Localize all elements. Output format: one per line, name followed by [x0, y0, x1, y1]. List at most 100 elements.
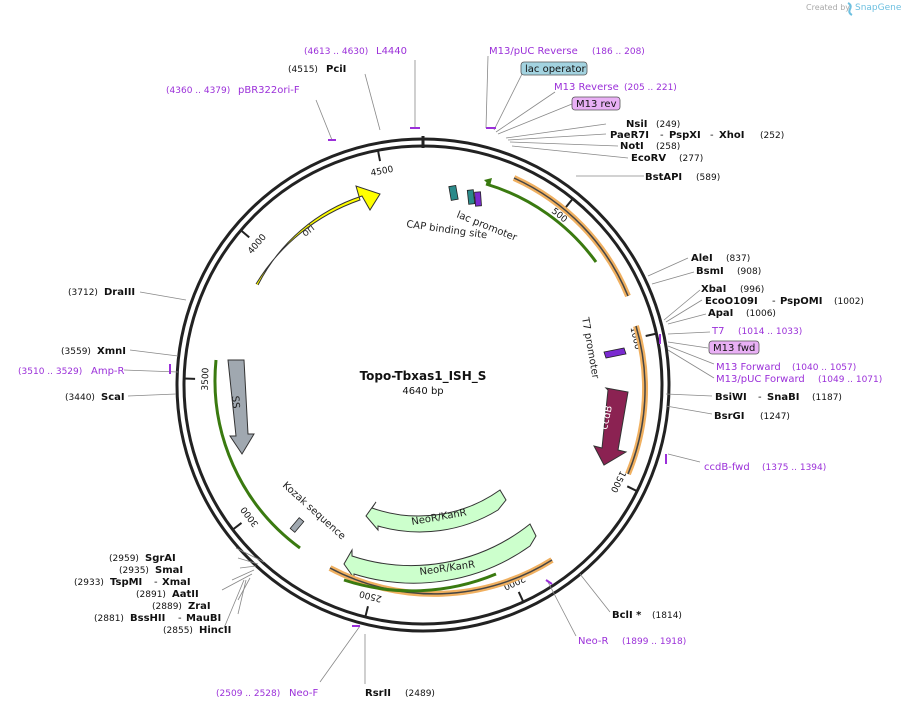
site-apai-pos: (1006) [746, 309, 776, 319]
site-nsii-name[interactable]: NsiI [626, 119, 647, 130]
site-paer7i-name[interactable]: PaeR7I [610, 130, 649, 141]
site-bsrgi-name[interactable]: BsrGI [714, 411, 744, 422]
created-by-label: Created by [806, 3, 850, 12]
ss-label: SS [229, 395, 241, 408]
primer-l4440-range: (4613 .. 4630) [304, 47, 368, 57]
site-ecoo109i-sep: - [772, 296, 776, 307]
site-rsrii-name[interactable]: RsrII [365, 688, 391, 699]
site-bcli-name[interactable]: BclI * [612, 610, 642, 621]
site-maubi-name[interactable]: MauBI [186, 613, 221, 624]
tick-label-3500: 3500 [201, 367, 212, 390]
site-bstapi-pos: (589) [696, 173, 720, 183]
site-xmni-pos: (3559) [61, 347, 91, 357]
site-tspmi-name[interactable]: TspMI [110, 577, 142, 588]
site-pcii-pos: (4515) [288, 65, 318, 75]
site-snabi-name[interactable]: SnaBI [767, 392, 799, 403]
primer-amp-r-range: (3510 .. 3529) [18, 367, 82, 377]
primer-m13puc-rev-name[interactable]: M13/pUC Reverse [489, 46, 578, 57]
site-pspxi-name[interactable]: PspXI [669, 130, 701, 141]
site-noti-pos: (258) [656, 142, 680, 152]
site-apai-name[interactable]: ApaI [708, 308, 733, 319]
lower-green-arc [343, 572, 497, 593]
site-bsiwi-name[interactable]: BsiWI [715, 392, 747, 403]
site-ecoo109i-pos: (1002) [834, 297, 864, 307]
t7-promoter-marker[interactable] [603, 347, 627, 359]
site-bsshii-name[interactable]: BssHII [130, 613, 165, 624]
primer-m13-reverse-name[interactable]: M13 Reverse [554, 82, 619, 93]
snapgene-logo-icon [847, 2, 853, 16]
kozak-marker[interactable] [289, 517, 305, 533]
primer-amp-r-name[interactable]: Amp-R [91, 366, 125, 377]
site-zrai-name[interactable]: ZraI [188, 601, 211, 612]
primer-neo-r-name[interactable]: Neo-R [578, 636, 609, 647]
primer-t7-name[interactable]: T7 [711, 326, 724, 337]
m13-fwd-box[interactable]: M13 fwd [708, 340, 760, 355]
site-ecorv-name[interactable]: EcoRV [631, 153, 666, 164]
primer-m13-reverse-range: (205 .. 221) [624, 83, 677, 93]
site-draiii-name[interactable]: DraIII [104, 287, 135, 298]
site-hincii-name[interactable]: HincII [199, 625, 231, 636]
site-scai-name[interactable]: ScaI [101, 392, 125, 403]
site-xmai-name[interactable]: XmaI [162, 577, 191, 588]
site-zrai-pos: (2889) [152, 602, 182, 612]
site-pcii-name[interactable]: PciI [326, 64, 346, 75]
ss-feature-arrow[interactable] [227, 359, 255, 455]
neokanr-arrow-2[interactable] [343, 523, 537, 584]
primer-m13puc-fwd-name[interactable]: M13/pUC Forward [716, 374, 805, 385]
site-nsii-pos: (249) [656, 120, 680, 130]
site-bcli-pos: (1814) [652, 611, 682, 621]
ori-feature-arrow[interactable] [255, 185, 381, 286]
site-alei-pos: (837) [726, 254, 750, 264]
m13-rev-label: M13 rev [576, 99, 617, 110]
cap-binding-site-marker[interactable] [448, 184, 459, 201]
site-sgrai-pos: (2959) [109, 554, 139, 564]
site-bsrgi-pos: (1247) [760, 412, 790, 422]
primer-pbr322ori-name[interactable]: pBR322ori-F [238, 85, 300, 96]
m13-rev-box[interactable]: M13 rev [571, 96, 621, 111]
site-ecoo109i-name[interactable]: EcoO109I [705, 296, 758, 307]
site-xhoi-name[interactable]: XhoI [719, 130, 744, 141]
site-xbai-name[interactable]: XbaI [701, 284, 726, 295]
site-bsmi-pos: (908) [737, 267, 761, 277]
primer-ccdb-fwd-name[interactable]: ccdB-fwd [704, 462, 750, 473]
primer-neo-f-range: (2509 .. 2528) [216, 689, 280, 699]
tick-mark-500 [565, 198, 574, 208]
site-paer7i-sep2: - [710, 130, 714, 141]
lac-operator-box[interactable]: lac operator [520, 61, 588, 76]
site-ecorv-pos: (277) [679, 154, 703, 164]
site-bsiwi-sep: - [758, 392, 762, 403]
site-bsshii-sep: - [178, 613, 182, 624]
site-sgrai-name[interactable]: SgrAI [145, 553, 176, 564]
site-alei-name[interactable]: AleI [691, 253, 713, 264]
site-bsmi-name[interactable]: BsmI [696, 266, 724, 277]
site-aatii-name[interactable]: AatII [172, 589, 199, 600]
primer-m13puc-rev-range: (186 .. 208) [592, 47, 645, 57]
lac-operator-marker[interactable] [466, 189, 476, 205]
t7-promoter-label: T7 promoter [579, 316, 601, 381]
primer-m13-forward-name[interactable]: M13 Forward [716, 362, 781, 373]
m13-rev-marker[interactable] [474, 191, 482, 207]
site-noti-name[interactable]: NotI [620, 141, 644, 152]
site-xbai-pos: (996) [740, 285, 764, 295]
plasmid-name: Topo-Tbxas1_ISH_S [360, 369, 487, 384]
ccdb-feature-arrow[interactable] [593, 387, 629, 466]
primer-l4440-name[interactable]: L4440 [376, 46, 407, 57]
neokanr-arrow-1[interactable] [365, 489, 507, 533]
tick-mark-2000 [517, 591, 525, 603]
tick-label-4500: 4500 [370, 165, 395, 179]
site-hincii-pos: (2855) [163, 626, 193, 636]
tick-mark-2500 [364, 606, 369, 618]
kozak-label: Kozak sequence [280, 480, 347, 542]
site-smai-name[interactable]: SmaI [155, 565, 183, 576]
site-bstapi-name[interactable]: BstAPI [645, 172, 682, 183]
site-smai-pos: (2935) [119, 566, 149, 576]
primer-neo-f-name[interactable]: Neo-F [289, 688, 319, 699]
ori-label: ori [300, 223, 317, 240]
primer-pbr322ori-range: (4360 .. 4379) [166, 86, 230, 96]
primer-m13-forward-range: (1040 .. 1057) [792, 363, 856, 373]
site-pspomi-name[interactable]: PspOMI [780, 296, 822, 307]
site-xmni-name[interactable]: XmnI [97, 346, 126, 357]
primer-m13puc-fwd-range: (1049 .. 1071) [818, 375, 882, 385]
ccdb-label: ccdB [599, 405, 615, 431]
